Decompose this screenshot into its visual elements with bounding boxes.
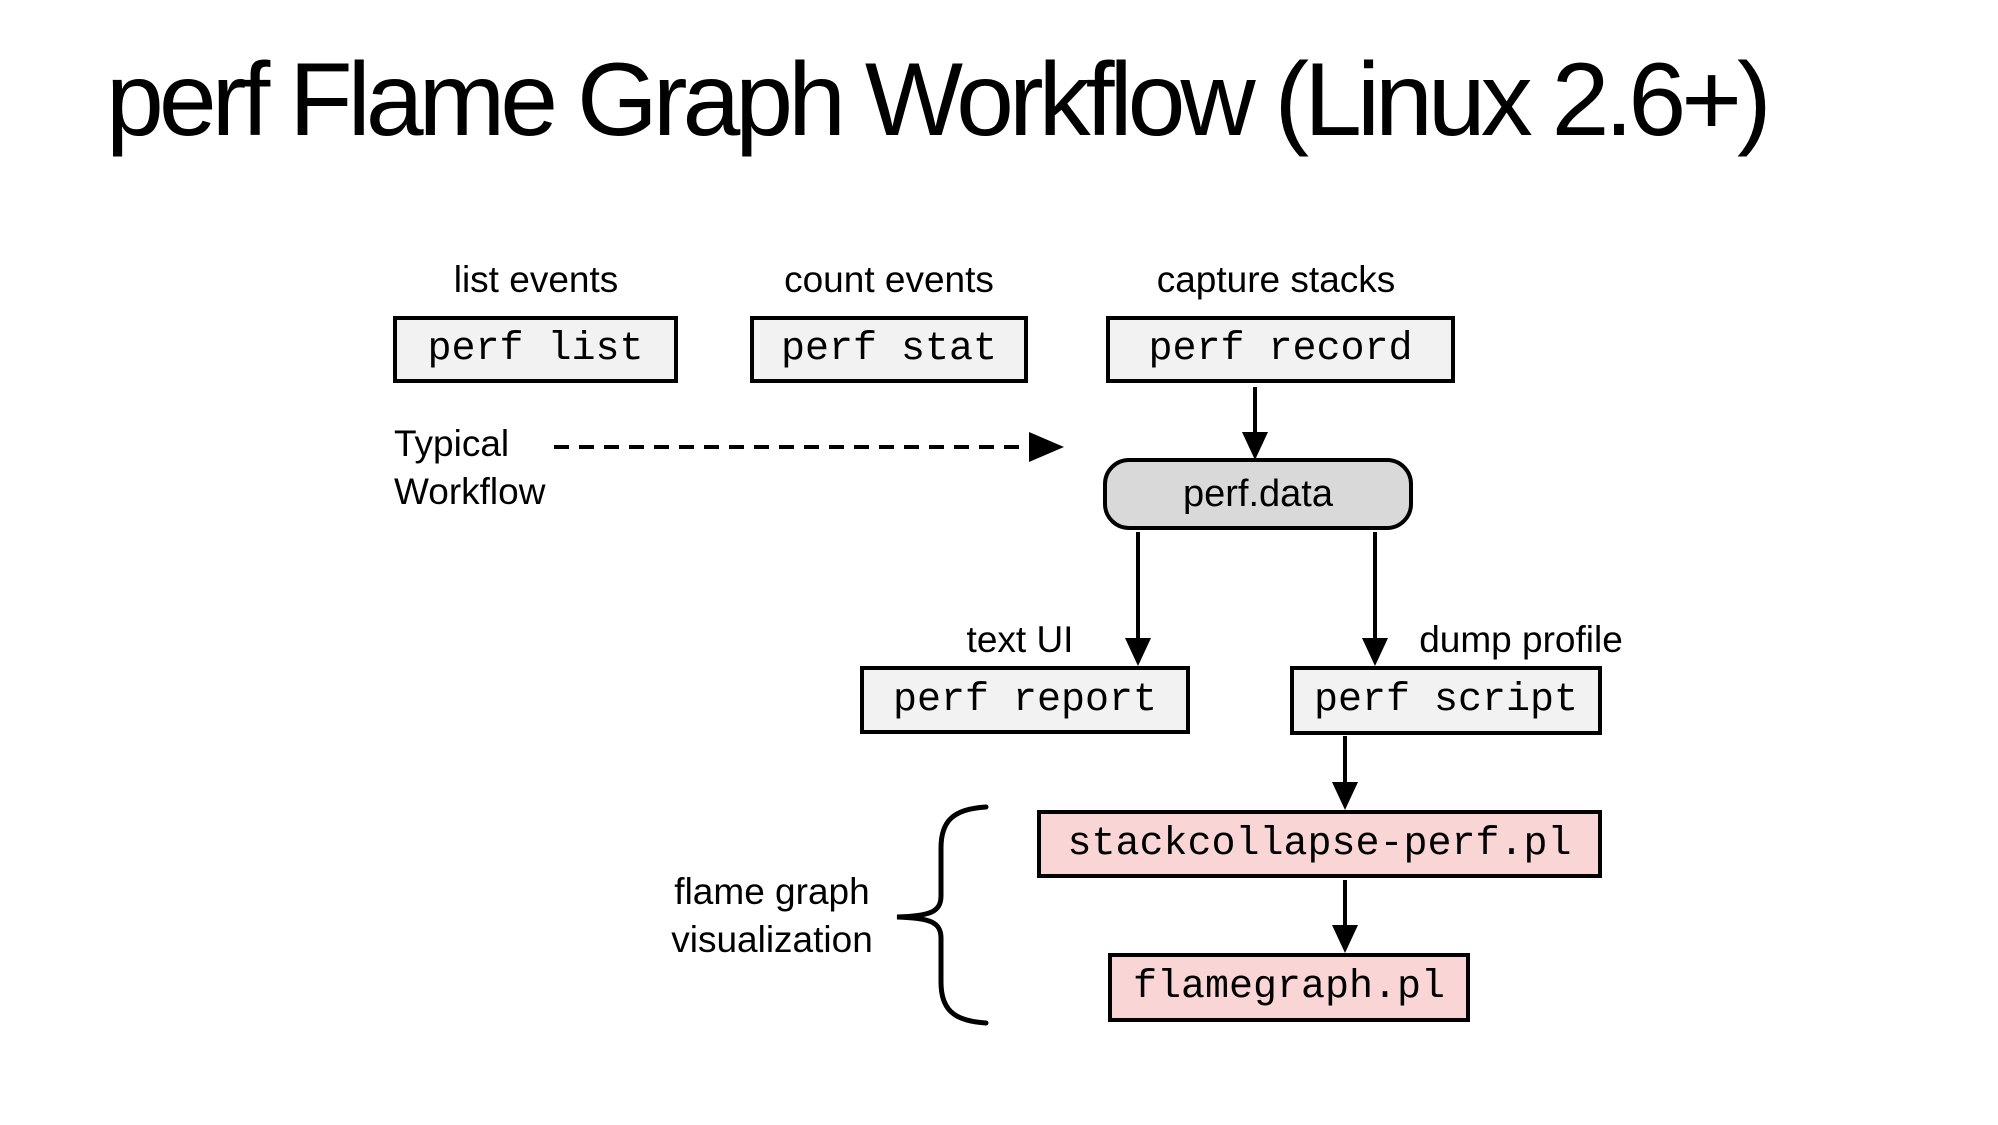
annotation-dump-profile: dump profile bbox=[1419, 619, 1623, 660]
annotation-count-events: count events bbox=[784, 259, 994, 300]
arrow-script-to-stackcollapse-head-icon bbox=[1332, 782, 1358, 810]
node-perf-script: perf script bbox=[1290, 666, 1602, 735]
node-perf-record: perf record bbox=[1106, 316, 1455, 383]
dashed-workflow-arrowhead-icon bbox=[1029, 432, 1064, 462]
arrow-record-to-data-head-icon bbox=[1242, 432, 1268, 460]
annotation-capture-stacks: capture stacks bbox=[1156, 259, 1396, 300]
typical-workflow-label: Typical Workflow bbox=[394, 420, 545, 516]
page-title: perf Flame Graph Workflow (Linux 2.6+) bbox=[106, 42, 1772, 158]
flame-graph-visualization-line2: visualization bbox=[671, 919, 873, 960]
flame-graph-visualization-line1: flame graph bbox=[674, 871, 870, 912]
node-perf-data: perf.data bbox=[1103, 458, 1413, 530]
flame-graph-visualization-label: flame graph visualization bbox=[671, 868, 873, 964]
curly-brace bbox=[896, 804, 989, 1026]
arrow-data-to-script-head-icon bbox=[1362, 638, 1388, 666]
typical-workflow-line2: Workflow bbox=[394, 471, 546, 512]
node-perf-stat: perf stat bbox=[750, 316, 1028, 383]
annotation-text-ui: text UI bbox=[966, 619, 1074, 660]
node-perf-report: perf report bbox=[860, 666, 1190, 734]
annotation-list-events: list events bbox=[453, 259, 619, 300]
node-perf-list: perf list bbox=[393, 316, 678, 383]
arrow-data-to-report-head-icon bbox=[1125, 638, 1151, 666]
typical-workflow-line1: Typical bbox=[394, 423, 510, 464]
node-stackcollapse-perf-pl: stackcollapse-perf.pl bbox=[1037, 810, 1602, 878]
arrow-stackcollapse-to-flamegraph-head-icon bbox=[1332, 925, 1358, 953]
node-flamegraph-pl: flamegraph.pl bbox=[1108, 953, 1470, 1022]
